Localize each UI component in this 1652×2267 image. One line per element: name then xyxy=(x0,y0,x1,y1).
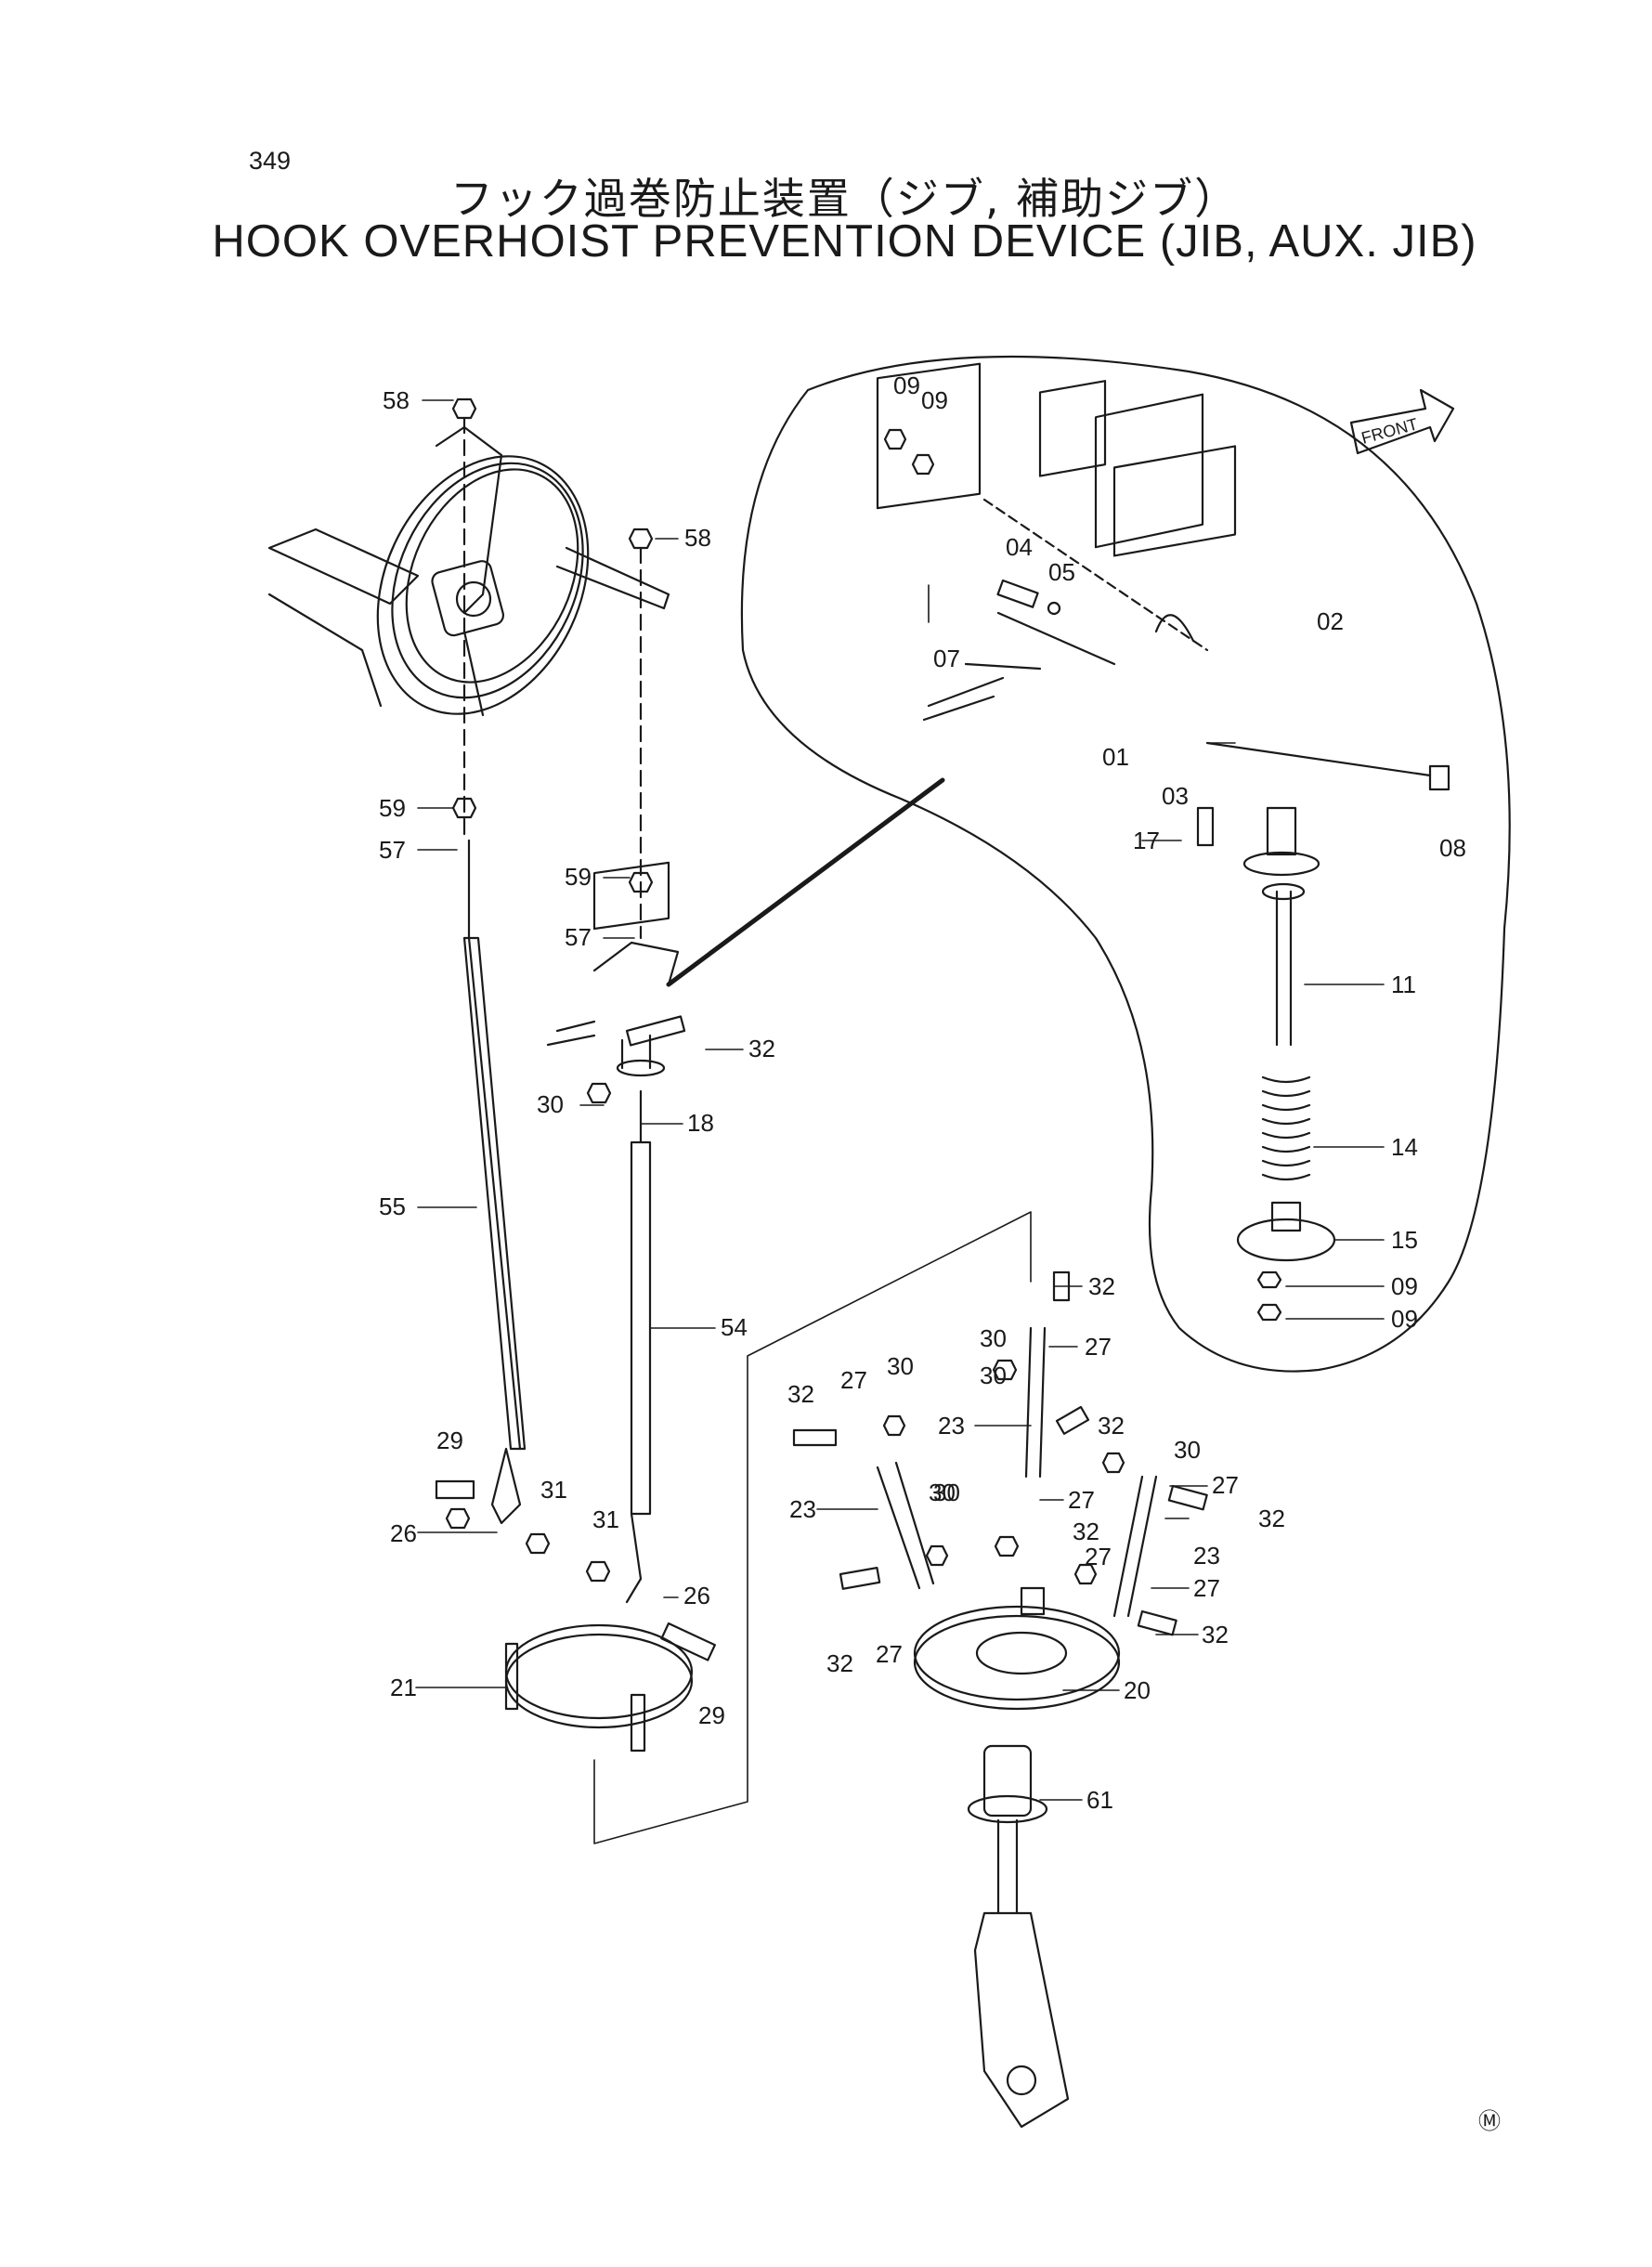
callout-03: 03 xyxy=(1162,782,1189,810)
callout-58: 58 xyxy=(383,386,410,414)
callout-26: 26 xyxy=(390,1519,417,1547)
spring-14 xyxy=(1261,1075,1311,1181)
page-title-japanese: フック過巻防止装置（ジブ, 補助ジブ） xyxy=(449,174,1240,224)
callout-57: 57 xyxy=(379,836,406,864)
callout-31: 31 xyxy=(592,1505,619,1533)
callout-55: 55 xyxy=(379,1192,406,1220)
hook-link xyxy=(973,1911,1070,2129)
callout-59: 59 xyxy=(379,794,406,822)
callout-30: 30 xyxy=(537,1090,564,1118)
callout-23: 23 xyxy=(938,1412,965,1440)
copyright-mark: Ⓜ xyxy=(1478,2109,1501,2134)
disc-20 xyxy=(913,1614,1121,1711)
callout-05: 05 xyxy=(1048,558,1075,586)
callout-32: 32 xyxy=(1088,1272,1115,1300)
callout-27: 27 xyxy=(1068,1486,1095,1514)
sheave-assembly xyxy=(267,425,670,717)
callout-07: 07 xyxy=(933,645,960,672)
callout-32: 32 xyxy=(787,1380,814,1408)
callout-09: 09 xyxy=(1391,1305,1418,1333)
callout-29: 29 xyxy=(698,1701,725,1729)
detail-enclosure xyxy=(740,355,1511,1373)
callout-31: 31 xyxy=(540,1476,567,1504)
callout-32: 32 xyxy=(1202,1621,1229,1648)
callout-11: 11 xyxy=(1391,971,1416,998)
callout-30: 30 xyxy=(929,1479,956,1506)
callout-59: 59 xyxy=(565,863,592,891)
callout-15: 15 xyxy=(1391,1226,1418,1254)
callout-27: 27 xyxy=(1085,1333,1112,1361)
rod-54 xyxy=(630,1089,652,1516)
callout-30: 30 xyxy=(980,1362,1007,1389)
limit-switch xyxy=(546,861,680,1077)
callout-02: 02 xyxy=(1317,607,1344,635)
callout-23: 23 xyxy=(1193,1542,1220,1570)
page-number: 349 xyxy=(249,147,292,175)
callout-21: 21 xyxy=(390,1674,417,1701)
callout-20: 20 xyxy=(1124,1676,1151,1704)
page-title-english: HOOK OVERHOIST PREVENTION DEVICE (JIB, A… xyxy=(212,216,1477,267)
callout-08: 08 xyxy=(1439,834,1466,862)
plate-15 xyxy=(1236,1218,1336,1262)
rod-55 xyxy=(467,839,522,1451)
callout-27: 27 xyxy=(840,1366,867,1394)
pin-11 xyxy=(1275,890,1293,1047)
callout-04: 04 xyxy=(1006,533,1033,561)
detail-leader xyxy=(666,777,945,987)
callout-23: 23 xyxy=(789,1495,816,1523)
callout-30: 30 xyxy=(887,1352,914,1380)
callout-29: 29 xyxy=(436,1427,463,1454)
callout-58: 58 xyxy=(684,524,711,552)
callout-09: 09 xyxy=(1391,1272,1418,1300)
callout-18: 18 xyxy=(687,1109,714,1137)
callout-32: 32 xyxy=(826,1649,853,1677)
callout-57: 57 xyxy=(565,923,592,951)
callout-27: 27 xyxy=(1212,1471,1239,1499)
ring-21 xyxy=(504,1623,694,1752)
callout-30: 30 xyxy=(980,1324,1007,1352)
callout-32: 32 xyxy=(1098,1412,1125,1440)
callout-30: 30 xyxy=(1174,1436,1201,1464)
callout-30: 30 xyxy=(933,1479,960,1506)
callout-61: 61 xyxy=(1086,1786,1113,1814)
bushing-61 xyxy=(982,1744,1033,1818)
callout-17: 17 xyxy=(1133,827,1160,854)
callout-32: 32 xyxy=(1258,1505,1285,1532)
callout-27: 27 xyxy=(876,1640,903,1668)
callout-32: 32 xyxy=(748,1035,775,1062)
callout-09: 09 xyxy=(921,386,948,414)
callout-54: 54 xyxy=(721,1313,748,1341)
callout-27: 27 xyxy=(1193,1574,1220,1602)
callout-32: 32 xyxy=(1073,1518,1099,1545)
callout-27: 27 xyxy=(1085,1543,1112,1570)
callout-01: 01 xyxy=(1102,743,1129,771)
callout-14: 14 xyxy=(1391,1133,1418,1161)
front-arrow-icon xyxy=(1349,388,1455,455)
callout-09: 09 xyxy=(893,371,920,399)
callout-26: 26 xyxy=(683,1582,710,1609)
